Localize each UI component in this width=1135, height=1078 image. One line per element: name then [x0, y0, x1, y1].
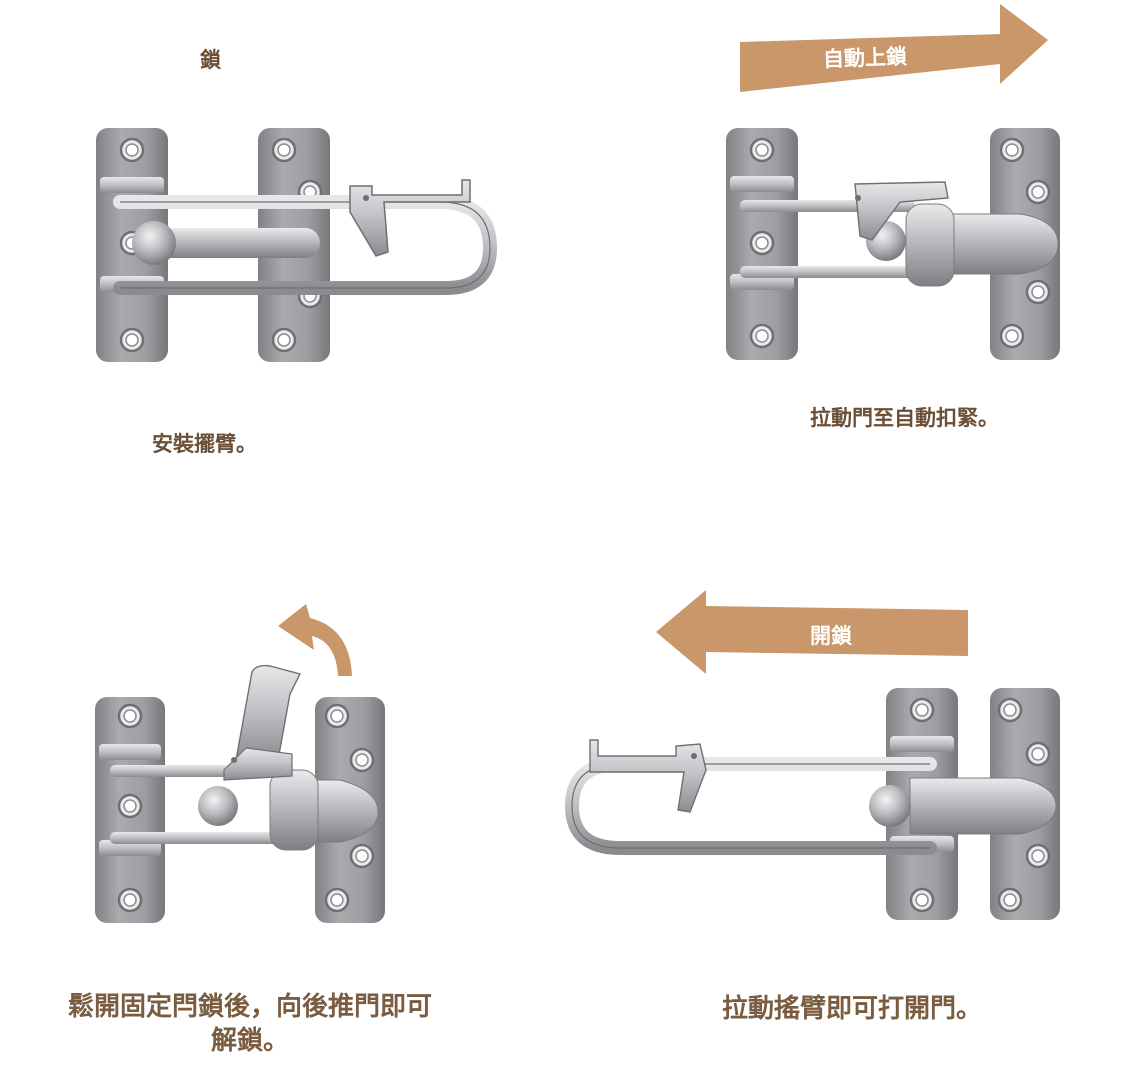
panel-lock-title: 鎖 — [200, 48, 221, 72]
panel-lock-hardware — [96, 128, 498, 362]
autolock-arrow-label: 自動上鎖 — [822, 44, 908, 72]
panel-unlock-hardware — [564, 688, 1060, 920]
panel-autolock-hardware — [726, 128, 1060, 360]
knob — [132, 221, 176, 265]
arrow-right-icon — [740, 4, 1048, 92]
arrow-curved-up-icon — [278, 604, 352, 676]
unlock-arrow — [656, 590, 968, 674]
panel-unlock-caption: 拉動搖臂即可打開門。 — [722, 994, 983, 1024]
panel-autolock-caption: 拉動門至自動扣緊。 — [810, 406, 999, 430]
panel-lock-caption: 安裝擺臂。 — [152, 432, 257, 456]
panel-release-hardware — [95, 664, 385, 923]
latch-hook — [349, 179, 471, 257]
panel-release-caption-line1: 鬆開固定閂鎖後，向後推門即可 — [67, 992, 432, 1022]
release-arrow — [278, 604, 352, 676]
unlock-arrow-label: 開鎖 — [810, 624, 852, 648]
panel-release-caption-line2: 解鎖。 — [210, 1026, 289, 1056]
arrow-left-icon — [656, 590, 968, 674]
autolock-arrow — [740, 4, 1048, 92]
latch-lifted — [235, 664, 302, 761]
